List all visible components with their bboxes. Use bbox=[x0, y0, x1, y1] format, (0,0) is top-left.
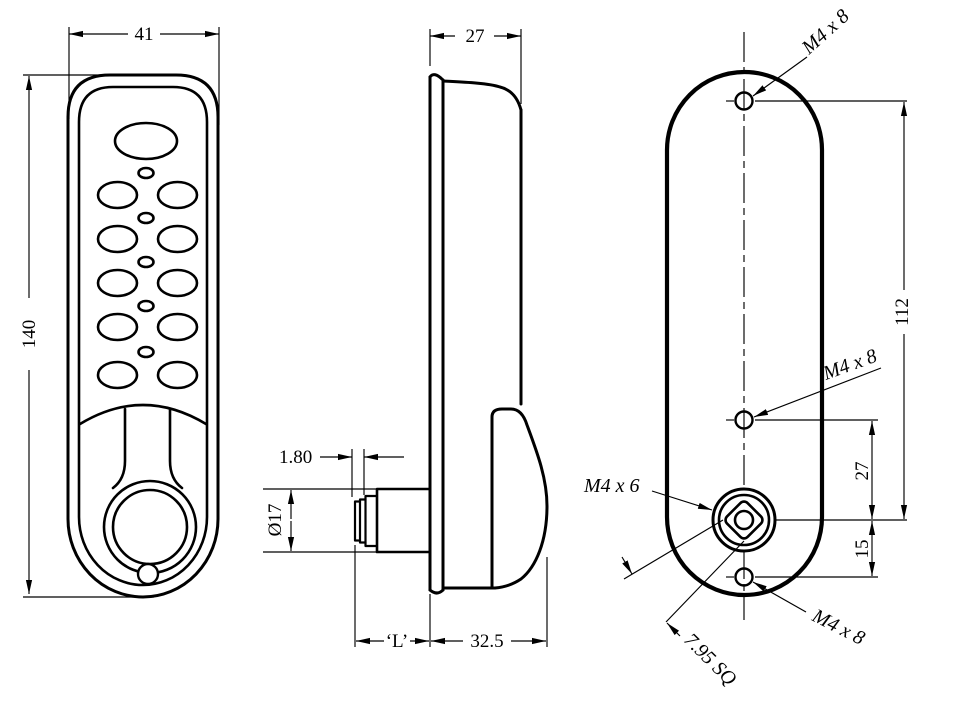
indicator-dot bbox=[137, 255, 155, 269]
front-bottom-screw bbox=[136, 562, 160, 586]
keypad-button bbox=[96, 268, 139, 298]
leader-middle-screw bbox=[753, 367, 882, 418]
dim-cap-thickness: 1.80 bbox=[279, 447, 312, 468]
indicator-dot bbox=[137, 211, 155, 225]
knob-outer-ring bbox=[102, 479, 198, 575]
label-bottom-screw: M4 x 8 bbox=[808, 604, 868, 649]
keypad-button bbox=[96, 360, 139, 390]
keypad-button bbox=[156, 268, 199, 298]
dim-side-depth: 27 bbox=[466, 26, 485, 47]
front-view: 41 140 bbox=[19, 24, 220, 599]
keypad-button bbox=[156, 312, 199, 342]
keypad-button bbox=[156, 360, 199, 390]
label-top-screw: M4 x 8 bbox=[797, 5, 854, 59]
spindle-boss-ring bbox=[717, 493, 771, 547]
dim-spindle-length: ‘L’ bbox=[386, 631, 409, 652]
front-inner-outline bbox=[77, 85, 209, 587]
dim-sq-extension-b bbox=[665, 540, 745, 623]
dim-hole-spacing-total: 112 bbox=[892, 298, 913, 326]
leader-bottom-screw bbox=[752, 581, 807, 613]
keypad-button bbox=[156, 224, 199, 254]
spindle-cap bbox=[358, 498, 367, 544]
leader-spindle-screw bbox=[651, 490, 713, 511]
keypad-button bbox=[96, 312, 139, 342]
dim-hole-spacing-bottom: 15 bbox=[852, 540, 873, 559]
dim-front-width: 41 bbox=[135, 24, 154, 45]
dim-spindle-square: 7.95 SQ bbox=[679, 629, 741, 691]
keypad-button bbox=[156, 180, 199, 210]
keypad-button bbox=[96, 180, 139, 210]
knob bbox=[111, 488, 189, 566]
side-body-top bbox=[441, 79, 523, 112]
spindle-boss-outer bbox=[711, 487, 777, 553]
dim-body-depth: 32.5 bbox=[470, 631, 503, 652]
spindle-bore bbox=[733, 509, 755, 531]
keypad-divider-arc bbox=[78, 403, 208, 426]
dim-spindle-diameter: Ø17 bbox=[265, 504, 286, 537]
dim-sq-arrow-a bbox=[621, 556, 633, 575]
spindle-step bbox=[364, 494, 379, 548]
back-plate-outline bbox=[664, 69, 825, 598]
leader-top-screw bbox=[752, 56, 808, 97]
label-middle-screw: M4 x 8 bbox=[819, 345, 880, 385]
keypad-button bbox=[96, 224, 139, 254]
indicator-dot bbox=[137, 299, 155, 313]
dim-hole-spacing-mid: 27 bbox=[852, 462, 873, 481]
dim-sq-extension-a bbox=[623, 519, 724, 580]
side-plate-bottom bbox=[428, 588, 445, 595]
knob-channel-right bbox=[168, 407, 184, 490]
label-spindle-screw: M4 x 6 bbox=[583, 475, 640, 497]
side-plate-top bbox=[428, 73, 445, 82]
spindle-cylinder bbox=[375, 487, 432, 554]
indicator-dot bbox=[137, 345, 155, 359]
dim-sq-arrow-b bbox=[666, 622, 681, 637]
side-view: 27 1.80 Ø17 ‘L’ 32.5 bbox=[263, 26, 549, 652]
spindle-square bbox=[724, 500, 764, 540]
spindle-cap-face bbox=[353, 500, 362, 542]
side-knob-bulge bbox=[490, 407, 549, 590]
clear-button bbox=[113, 121, 179, 161]
knob-channel-left bbox=[111, 407, 127, 490]
dim-front-height: 140 bbox=[19, 320, 40, 349]
back-view: 112 27 15 M4 x 8 M4 x 8 M4 x 8 M4 x 6 7.… bbox=[583, 5, 913, 690]
indicator-dot bbox=[137, 166, 155, 180]
